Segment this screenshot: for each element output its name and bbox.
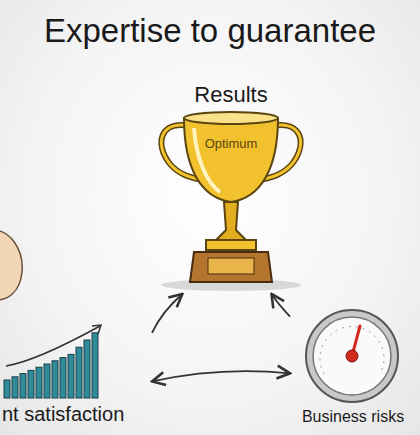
node-label: nt satisfaction (0, 403, 152, 430)
connector-arrow (152, 294, 182, 333)
title: Expertise to guarantee (0, 12, 420, 50)
node-label: Business risks (290, 408, 416, 430)
chart-node: nt satisfaction (0, 322, 152, 430)
trophy-node: ResultsOptimum (150, 80, 312, 294)
connector-arrow (272, 294, 291, 317)
node-label: Optimum (150, 136, 312, 151)
node-illustration (150, 80, 312, 294)
hand-illustration (0, 230, 22, 300)
node-label: Results (150, 80, 312, 108)
connector-arrow (152, 371, 290, 381)
gauge-node: Business risks (290, 304, 416, 430)
